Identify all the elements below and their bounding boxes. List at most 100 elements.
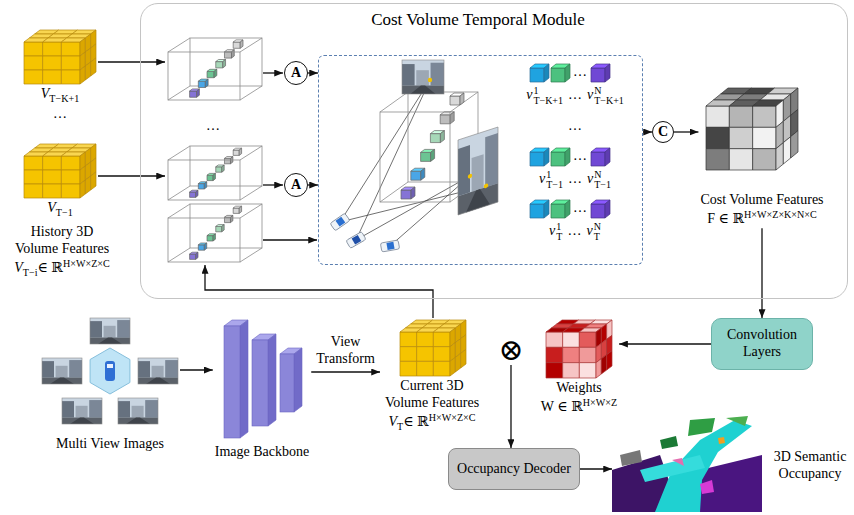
cube-cell (207, 71, 214, 77)
flow-arrow (205, 265, 433, 318)
cube-cell (729, 106, 752, 127)
photo-part (402, 60, 444, 94)
index-stack: NT (594, 222, 601, 242)
subscript: T−1 (594, 180, 611, 190)
volume-cube: VT−K+1 (22, 30, 98, 105)
car-roof (336, 217, 346, 227)
voxel (421, 149, 435, 161)
text: Current 3D Volume Features (385, 378, 479, 410)
cube-cell (198, 184, 204, 189)
photo-part (90, 338, 130, 345)
text-line: 3D Semantic Occupancy (770, 449, 850, 483)
ellipsis: … (573, 200, 587, 217)
wireframe-volume (168, 146, 262, 200)
subscript: T−1 (56, 207, 73, 218)
cube-cell (61, 56, 80, 70)
ellipsis: … (573, 148, 587, 165)
sample-voxel (591, 64, 610, 82)
math-symbol: v (587, 87, 593, 102)
car-icon (330, 213, 350, 231)
occupancy-voxels (672, 458, 684, 466)
cube-cell (400, 347, 417, 362)
cube-cell (400, 361, 417, 376)
voxel (216, 165, 224, 172)
photo-frame (402, 60, 444, 94)
subscript: T (594, 232, 601, 242)
text-line: Cost Volume Features (698, 192, 825, 209)
index-stack: 1T−K+1 (533, 86, 563, 106)
flow-arrow (263, 72, 283, 73)
backbone-layer (280, 348, 302, 412)
math-symbol: V (389, 414, 398, 429)
superscript: 1 (533, 86, 563, 96)
cube-cell (197, 89, 200, 97)
text-line: … (573, 200, 587, 217)
cube-cell (61, 70, 80, 84)
cube-cell (85, 62, 90, 80)
occupancy-voxels (726, 416, 748, 426)
cube-cell (421, 152, 431, 161)
voxel (411, 168, 425, 180)
superscript: H×W×Z×C (63, 258, 110, 269)
photo-part (62, 398, 102, 424)
cube-cell (530, 204, 544, 218)
cube-cell (753, 127, 776, 148)
cube-cell (24, 184, 43, 198)
text: Image Backbone (215, 444, 309, 459)
align-op: A (284, 61, 308, 85)
cube-cell (205, 79, 208, 87)
photo-part (402, 64, 415, 85)
text-line: ⊗ (498, 335, 523, 365)
backbone-block: Image Backbone (213, 316, 311, 461)
math-symbol: v (586, 223, 592, 238)
volume-cube (24, 144, 96, 198)
volume-cube (24, 30, 96, 84)
sample-voxel (551, 64, 570, 82)
camera-photo (138, 358, 178, 384)
voxel (224, 50, 234, 58)
occupancy-voxels (660, 436, 678, 449)
cube-cell (411, 187, 415, 199)
math-symbol: V (14, 260, 23, 275)
projection-ray (356, 80, 430, 240)
cube-cell (551, 152, 565, 166)
photo-part (472, 154, 484, 192)
photo-part (118, 398, 158, 424)
photo-part (458, 183, 498, 215)
cost-volume-cube: Cost Volume FeaturesF ∈ ℝH×W×Z×K×N×C (698, 84, 825, 228)
ego-hexagon (90, 348, 130, 394)
voxel (216, 225, 224, 232)
cube-cell (591, 204, 605, 218)
cube-cell (563, 363, 580, 378)
wire-edge (240, 146, 262, 160)
cube-cell (605, 64, 610, 82)
car-body (346, 232, 366, 249)
text-line: C (658, 124, 668, 141)
photo-part (145, 400, 158, 417)
text-line: … (573, 148, 587, 165)
cube-cell (204, 243, 206, 250)
weight-cube (546, 320, 612, 378)
cube-cell (43, 170, 62, 184)
cube-cell (239, 148, 241, 155)
wire-edge (168, 38, 190, 52)
text-line: Convolution Layers (720, 327, 804, 361)
cube-cell (233, 42, 240, 48)
cube-cell (85, 176, 90, 194)
voxel (224, 215, 232, 222)
align-op: A (284, 173, 308, 197)
cube-cell (605, 148, 610, 166)
photo-part (138, 358, 178, 384)
road (70, 418, 94, 425)
cube-cell (417, 347, 434, 362)
voxel (198, 182, 206, 189)
wire-edge (168, 160, 240, 200)
subscript: T−i (23, 267, 38, 278)
cube-cell (776, 143, 783, 170)
text: … (573, 200, 587, 215)
cube-cell (43, 156, 62, 170)
cube-cell (450, 357, 455, 376)
flow-arrow (180, 369, 213, 370)
photo-frame (62, 398, 102, 424)
